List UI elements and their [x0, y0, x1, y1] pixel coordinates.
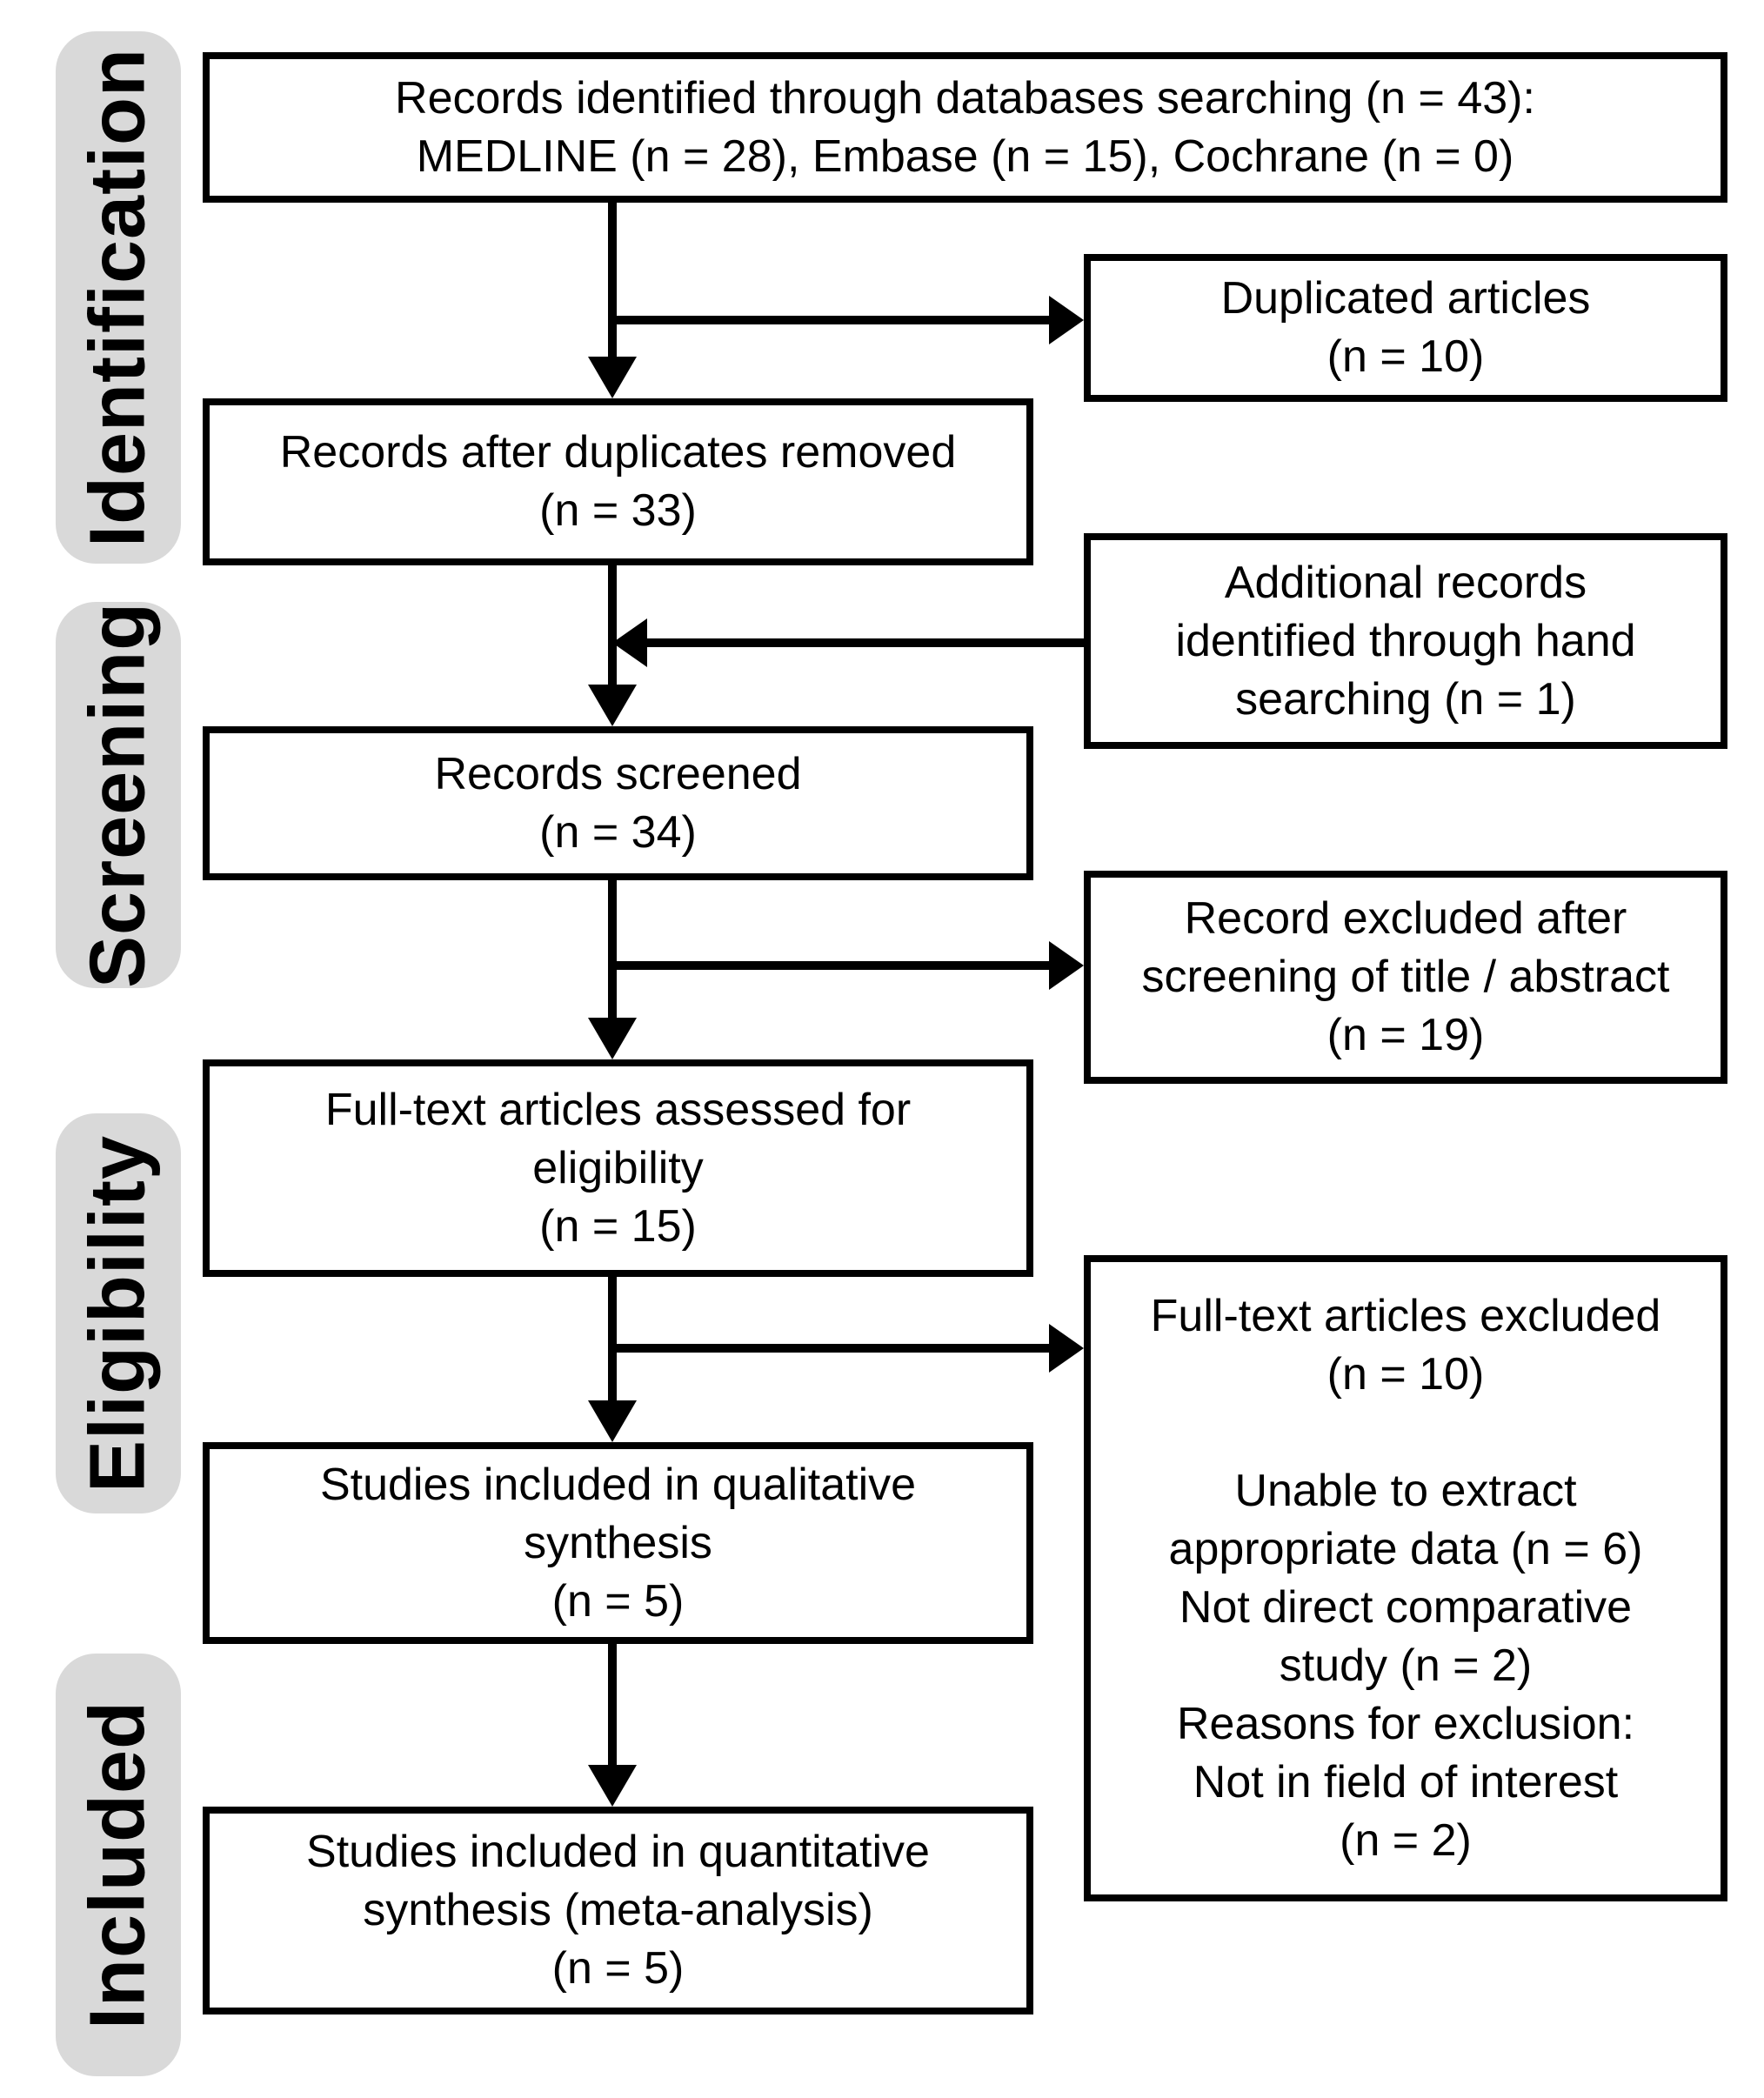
box-records-identified: Records identified through databases sea…	[203, 52, 1727, 203]
arrowhead-right-excluded-screening	[1049, 941, 1084, 990]
box-fulltext-assessed: Full-text articles assessed for eligibil…	[203, 1059, 1033, 1277]
box-quantitative-synthesis: Studies included in quantitative synthes…	[203, 1807, 1033, 2014]
arrowhead-down-qualitative	[588, 1400, 637, 1442]
arrowhead-right-fulltext-excluded	[1049, 1324, 1084, 1373]
arrowhead-down-quantitative	[588, 1765, 637, 1807]
arrow-line-to-duplicated	[608, 316, 1053, 324]
arrowhead-left-mainflow	[612, 618, 647, 667]
arrow-line-from-handsearching	[644, 638, 1084, 647]
box-qualitative-synthesis: Studies included in qualitative synthesi…	[203, 1442, 1033, 1644]
stage-label-eligibility: Eligibility	[56, 1113, 181, 1513]
arrowhead-down-fulltext	[588, 1018, 637, 1059]
arrowhead-down-screened	[588, 685, 637, 726]
arrowhead-right-duplicated	[1049, 296, 1084, 344]
box-excluded-title-abstract: Record excluded after screening of title…	[1084, 871, 1727, 1084]
box-additional-hand-searching: Additional records identified through ha…	[1084, 533, 1727, 749]
stage-label-identification: Identification	[56, 31, 181, 564]
box-duplicated-articles: Duplicated articles (n = 10)	[1084, 254, 1727, 402]
arrow-line-identified-to-afterduplicates	[608, 203, 617, 361]
arrow-line-to-excluded-screening	[608, 961, 1053, 970]
box-records-screened: Records screened (n = 34)	[203, 726, 1033, 880]
box-records-after-duplicates: Records after duplicates removed (n = 33…	[203, 398, 1033, 565]
arrow-line-to-fulltext-excluded	[608, 1344, 1053, 1353]
stage-label-screening: Screening	[56, 602, 181, 988]
box-fulltext-excluded: Full-text articles excluded (n = 10) Una…	[1084, 1255, 1727, 1901]
stage-label-included: Included	[56, 1654, 181, 2076]
arrowhead-down-afterduplicates	[588, 357, 637, 398]
arrow-line-qualitative-to-quantitative	[608, 1644, 617, 1769]
arrow-line-screened-to-fulltext	[608, 880, 617, 1022]
arrow-line-fulltext-to-qualitative	[608, 1277, 617, 1405]
